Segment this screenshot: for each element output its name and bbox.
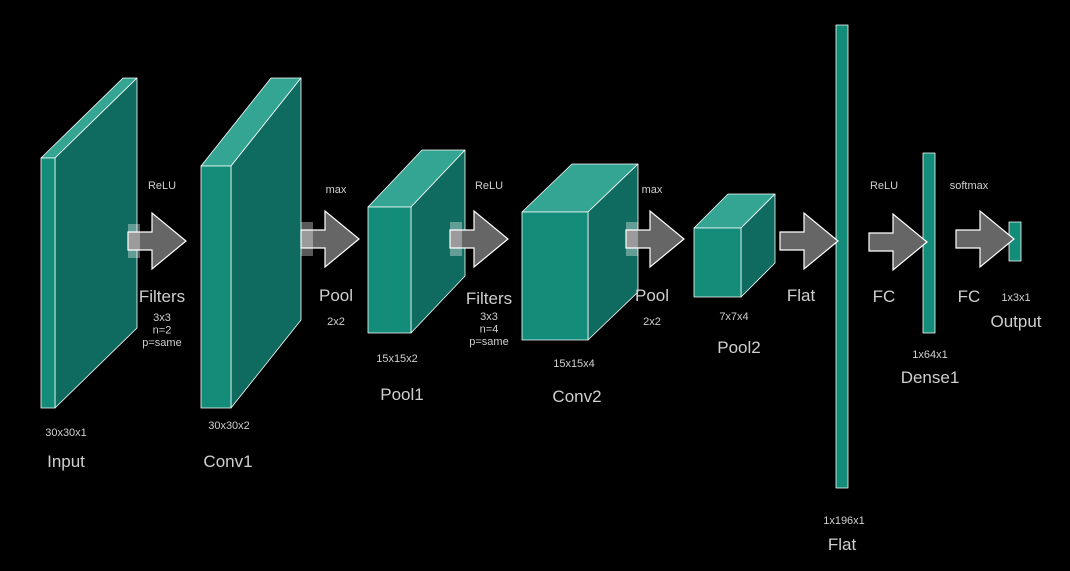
op1-arrow-icon <box>127 211 187 271</box>
op6-arrow-icon <box>868 212 928 272</box>
op3-detail-2: p=same <box>469 336 508 348</box>
op3-arrow-icon <box>449 209 509 269</box>
op5-name-label: Flat <box>787 286 816 305</box>
op2-name-label: Pool <box>319 286 353 305</box>
op2-detail-0: 2x2 <box>327 316 345 328</box>
op1-activation-label: ReLU <box>148 180 176 192</box>
op3-activation-label: ReLU <box>475 180 503 192</box>
pool1-dims-label: 15x15x2 <box>376 353 418 365</box>
pool1-name-label: Pool1 <box>380 385 423 404</box>
op7-activation-label: softmax <box>950 180 989 192</box>
op2-activation-label: max <box>326 184 347 196</box>
pool2-dims-label: 7x7x4 <box>719 311 748 323</box>
output-dims-label: 1x3x1 <box>1001 292 1030 304</box>
conv1-dims-label: 30x30x2 <box>208 420 250 432</box>
input-name-label: Input <box>47 452 85 471</box>
flat-name-label: Flat <box>828 535 857 554</box>
dense1-dims-label: 1x64x1 <box>912 349 947 361</box>
pool2-block-front <box>693 227 742 298</box>
op4-arrow-overlap <box>626 222 638 256</box>
op6-name-label: FC <box>873 287 896 306</box>
conv1-name-label: Conv1 <box>203 452 252 471</box>
flat-dims-label: 1x196x1 <box>823 515 865 527</box>
op3-detail-1: n=4 <box>480 324 499 336</box>
op7-name-label: FC <box>958 287 981 306</box>
op2-arrow-overlap <box>301 222 313 256</box>
op1-detail-1: n=2 <box>153 325 172 337</box>
output-name-label: Output <box>990 312 1041 331</box>
op1-detail-2: p=same <box>142 337 181 349</box>
conv2-block-front <box>521 211 589 341</box>
op3-name-label: Filters <box>466 289 512 308</box>
op4-arrow-icon <box>625 209 685 269</box>
op6-activation-label: ReLU <box>870 180 898 192</box>
op5-arrow-icon <box>779 211 839 271</box>
op1-arrow-overlap <box>128 224 140 258</box>
pool1-block-front <box>367 206 412 334</box>
op2-arrow-icon <box>300 209 360 269</box>
input-dims-label: 30x30x1 <box>45 427 87 439</box>
op3-arrow-overlap <box>450 222 462 256</box>
dense1-name-label: Dense1 <box>901 368 960 387</box>
op7-arrow-icon <box>955 209 1015 269</box>
conv2-name-label: Conv2 <box>552 387 601 406</box>
conv2-dims-label: 15x15x4 <box>553 358 595 370</box>
input-block-front <box>40 157 56 409</box>
op4-name-label: Pool <box>635 286 669 305</box>
op1-detail-0: 3x3 <box>153 312 171 324</box>
op4-detail-0: 2x2 <box>643 316 661 328</box>
conv1-block-front <box>200 165 232 409</box>
op3-detail-0: 3x3 <box>480 311 498 323</box>
input-block-side <box>54 77 138 409</box>
flat-block-front <box>835 24 849 489</box>
pool2-name-label: Pool2 <box>717 338 760 357</box>
op1-name-label: Filters <box>139 287 185 306</box>
op4-activation-label: max <box>642 184 663 196</box>
